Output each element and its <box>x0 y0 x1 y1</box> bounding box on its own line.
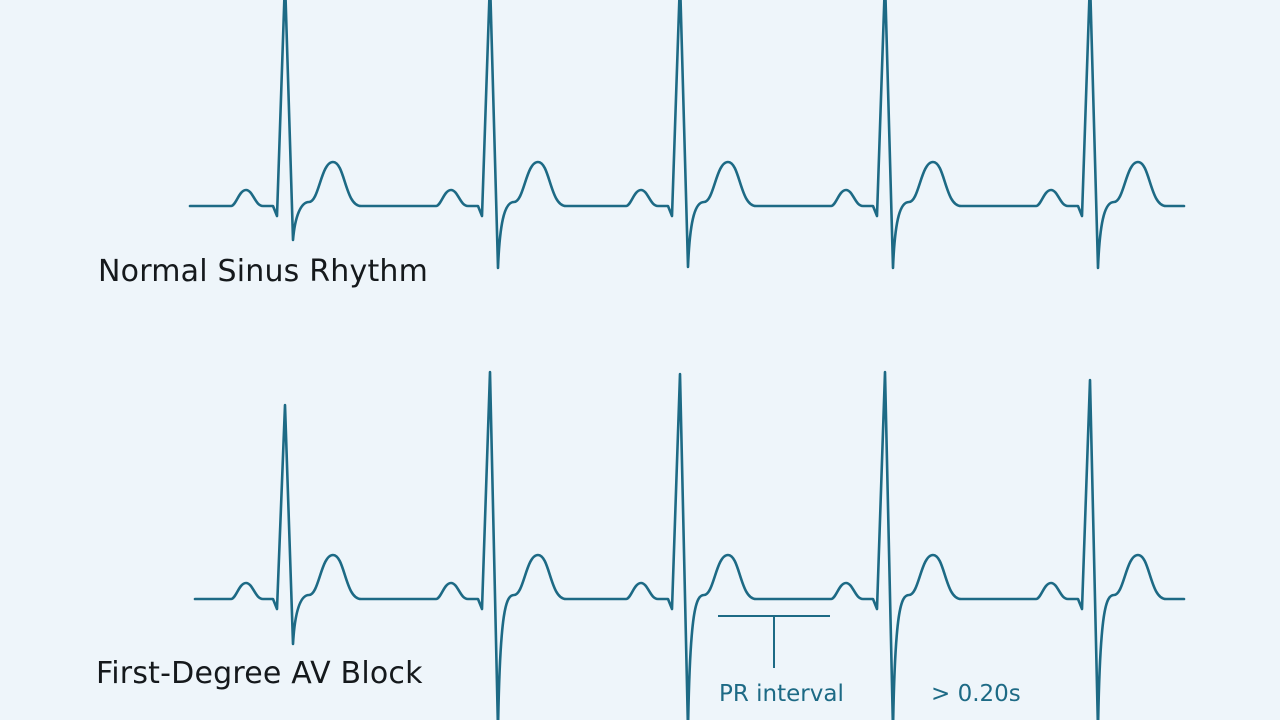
normal-sinus-rhythm-trace <box>188 0 1186 270</box>
first-degree-av-block-label: First-Degree AV Block <box>96 656 423 691</box>
pr-interval-label: PR interval <box>719 681 844 707</box>
normal-sinus-rhythm-label: Normal Sinus Rhythm <box>98 254 429 289</box>
first-degree-av-block-trace <box>193 370 1186 720</box>
pr-interval-bracket <box>718 615 830 668</box>
pr-threshold-label: > 0.20s <box>931 681 1021 707</box>
